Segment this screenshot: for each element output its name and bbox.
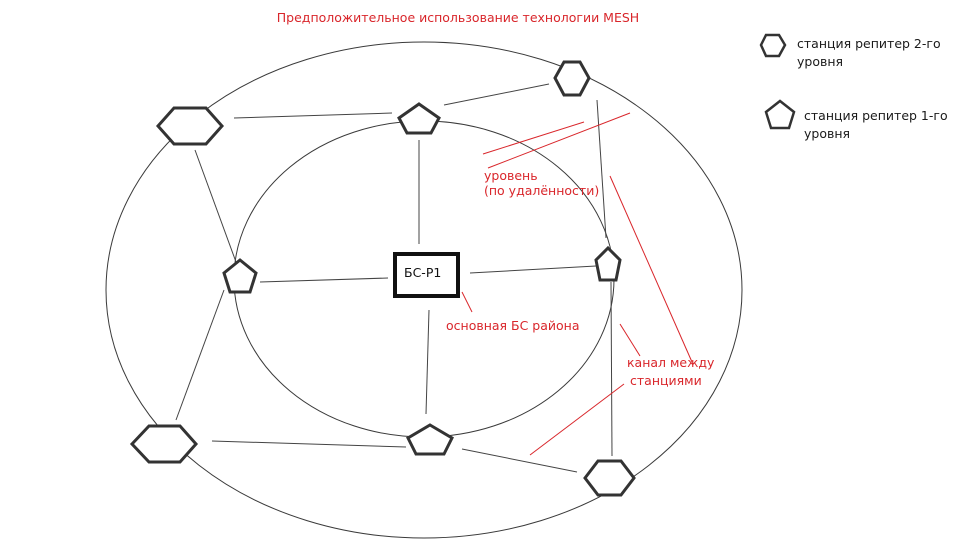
channel-pointer-mid <box>619 323 641 357</box>
link-pent-left-to-bs <box>259 277 389 283</box>
legend: станция репитер 2-го уровня станция репи… <box>759 33 948 141</box>
hexagon-icon <box>553 60 591 97</box>
base-station-caption: основная БС района <box>446 318 580 333</box>
legend-hexagon-icon <box>759 33 787 58</box>
hexagon-icon <box>155 106 225 146</box>
link-hex-ne-to-pent-right <box>596 99 607 239</box>
level-note-line1: уровень <box>484 168 538 183</box>
link-bs-to-pent-bottom <box>425 309 430 415</box>
diagram-title: Предположительное использование технолог… <box>277 10 639 25</box>
level-note-line2: (по удалённости) <box>484 183 599 198</box>
pentagon-icon <box>397 102 441 135</box>
channel-pointer-upper <box>609 175 693 363</box>
channel-note-line2: станциями <box>630 373 702 388</box>
link-hex-nw-to-pent-top <box>233 112 393 119</box>
pentagon-icon <box>594 245 622 282</box>
channel-pointer-lower <box>529 383 625 456</box>
bs-caption-pointer <box>461 291 473 313</box>
pentagon-icon <box>406 423 454 456</box>
legend-hexagon-label-line1: станция репитер 2-го <box>797 36 941 51</box>
link-pent-top-to-hex-ne <box>443 83 550 106</box>
pentagon-icon <box>222 258 258 294</box>
legend-pentagon-label-line1: станция репитер 1-го <box>804 108 948 123</box>
level-pointer-upper <box>487 112 631 169</box>
station-links <box>175 83 613 473</box>
level-pointer-lower <box>482 121 585 155</box>
link-pent-right-to-hex-se <box>610 281 613 457</box>
outer-level-ring <box>105 41 743 539</box>
annotation-pointers <box>461 112 693 456</box>
hexagon-icon <box>129 424 199 464</box>
base-station-label: БС-Р1 <box>404 265 441 280</box>
channel-note-line1: канал между <box>627 355 715 370</box>
legend-hexagon-label-line2: уровня <box>797 54 843 69</box>
link-bs-to-pent-right <box>469 265 597 274</box>
link-pent-bottom-to-hex-se <box>461 448 578 473</box>
link-pent-left-to-hex-sw <box>175 289 225 421</box>
hexagon-icon <box>583 459 636 497</box>
legend-pentagon-label-line2: уровня <box>804 126 850 141</box>
legend-pentagon-icon <box>764 99 796 130</box>
link-hex-sw-to-pent-bottom <box>211 440 407 448</box>
link-hex-nw-to-pent-left <box>194 149 237 263</box>
base-station-box <box>393 252 460 298</box>
